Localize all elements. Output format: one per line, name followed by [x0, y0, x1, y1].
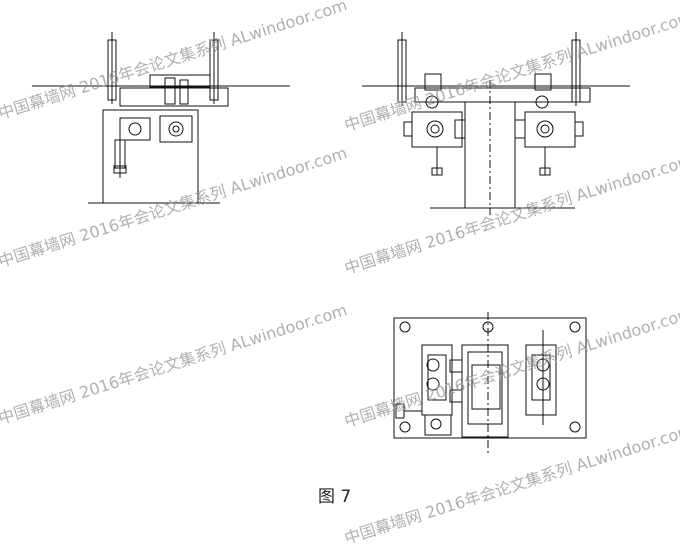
- front-view-right: [362, 32, 630, 215]
- plan-view: [393, 312, 587, 455]
- side-view-left: [32, 32, 290, 204]
- figure-caption: 图 7: [318, 487, 352, 507]
